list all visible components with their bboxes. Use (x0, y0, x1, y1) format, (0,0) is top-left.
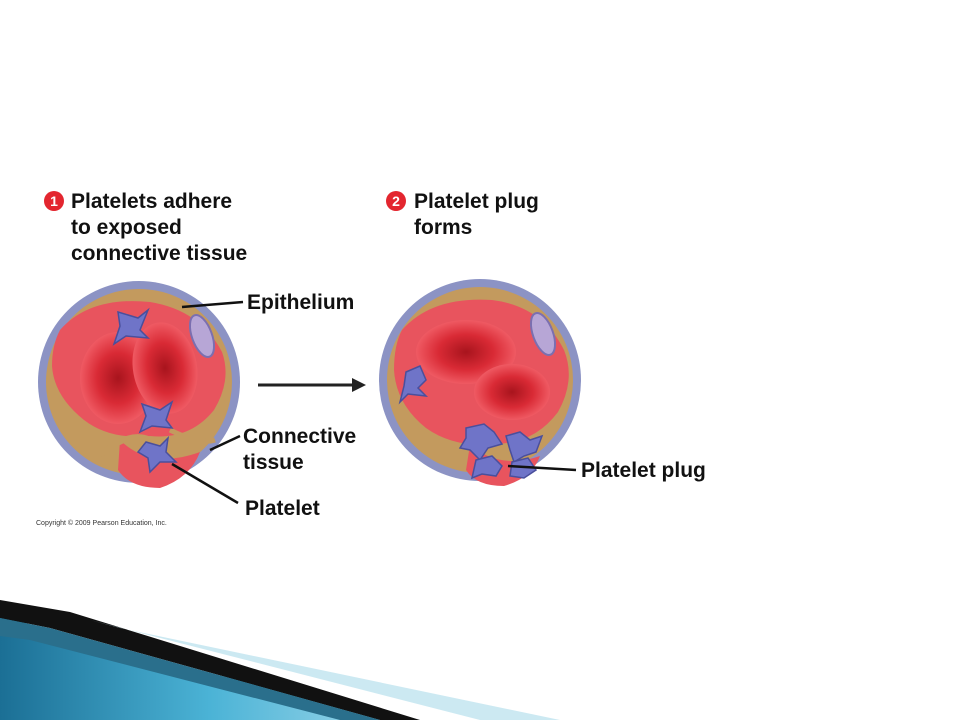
label-connective-tissue: Connective tissue (243, 425, 357, 474)
platelet-plug-leader (507, 464, 577, 472)
platelet-icon (398, 365, 429, 405)
platelet-icon (505, 431, 544, 464)
label-platelet-plug: Platelet plug (581, 459, 706, 482)
step-1-badge: 1 (44, 191, 64, 211)
arrow-head-icon (352, 378, 366, 392)
platelet-icon (136, 435, 178, 474)
connective-tissue-leader (209, 434, 241, 452)
label-epithelium: Epithelium (247, 291, 355, 314)
epithelium-leader (181, 300, 244, 309)
platelet-icon (112, 307, 150, 346)
label-platelet: Platelet (245, 497, 320, 520)
decorative-swoosh (0, 600, 560, 720)
platelet-leader (171, 462, 239, 505)
platelet-icon (138, 400, 174, 434)
platelet-icon (458, 423, 504, 462)
copyright-text: Copyright © 2009 Pearson Education, Inc. (36, 520, 167, 527)
step-2-badge: 2 (386, 191, 406, 211)
red-blood-cell-icon (416, 320, 516, 384)
platelet-icon (470, 455, 503, 480)
step-1-title: Platelets adhere to exposed connective t… (71, 190, 248, 265)
red-blood-cell-icon (474, 364, 550, 420)
red-blood-cell-icon (132, 322, 198, 414)
step-2-title: Platelet plug forms (414, 190, 539, 239)
